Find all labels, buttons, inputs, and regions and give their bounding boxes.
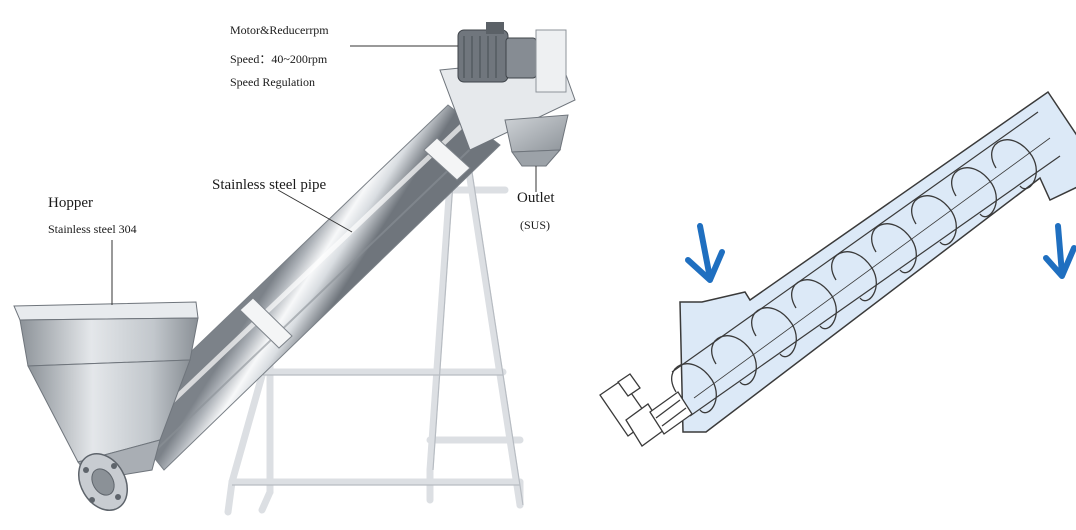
inlet-arrow bbox=[685, 223, 725, 283]
motor-reducer bbox=[457, 22, 567, 93]
screw-conveyor-diagram bbox=[599, 90, 1076, 447]
outlet-material-label: (SUS) bbox=[520, 218, 551, 232]
hopper bbox=[13, 301, 199, 481]
hopper-material-label: Stainless steel 304 bbox=[48, 222, 137, 236]
pipe-clamps bbox=[239, 137, 471, 349]
speed-regulation-label: Speed Regulation bbox=[230, 75, 315, 89]
auger-conveyor-photo bbox=[13, 22, 576, 516]
motor-reducer-label: Motor&Reducerrpm bbox=[230, 23, 329, 37]
drive-motor bbox=[599, 373, 693, 447]
pipe-label: Stainless steel pipe bbox=[212, 177, 327, 193]
outlet-chute bbox=[511, 149, 562, 167]
leader-lines bbox=[111, 45, 537, 305]
hopper-label: Hopper bbox=[48, 195, 93, 211]
end-flange bbox=[78, 453, 128, 511]
outlet-arrow bbox=[1043, 223, 1076, 279]
screw-flights bbox=[671, 139, 1037, 414]
outlet-label: Outlet bbox=[517, 190, 555, 206]
flow-arrows bbox=[685, 223, 1076, 283]
conveyor-housing bbox=[679, 90, 1076, 433]
motor-speed-label: Speed：40~200rpm bbox=[230, 52, 328, 66]
support-frame bbox=[224, 164, 524, 516]
